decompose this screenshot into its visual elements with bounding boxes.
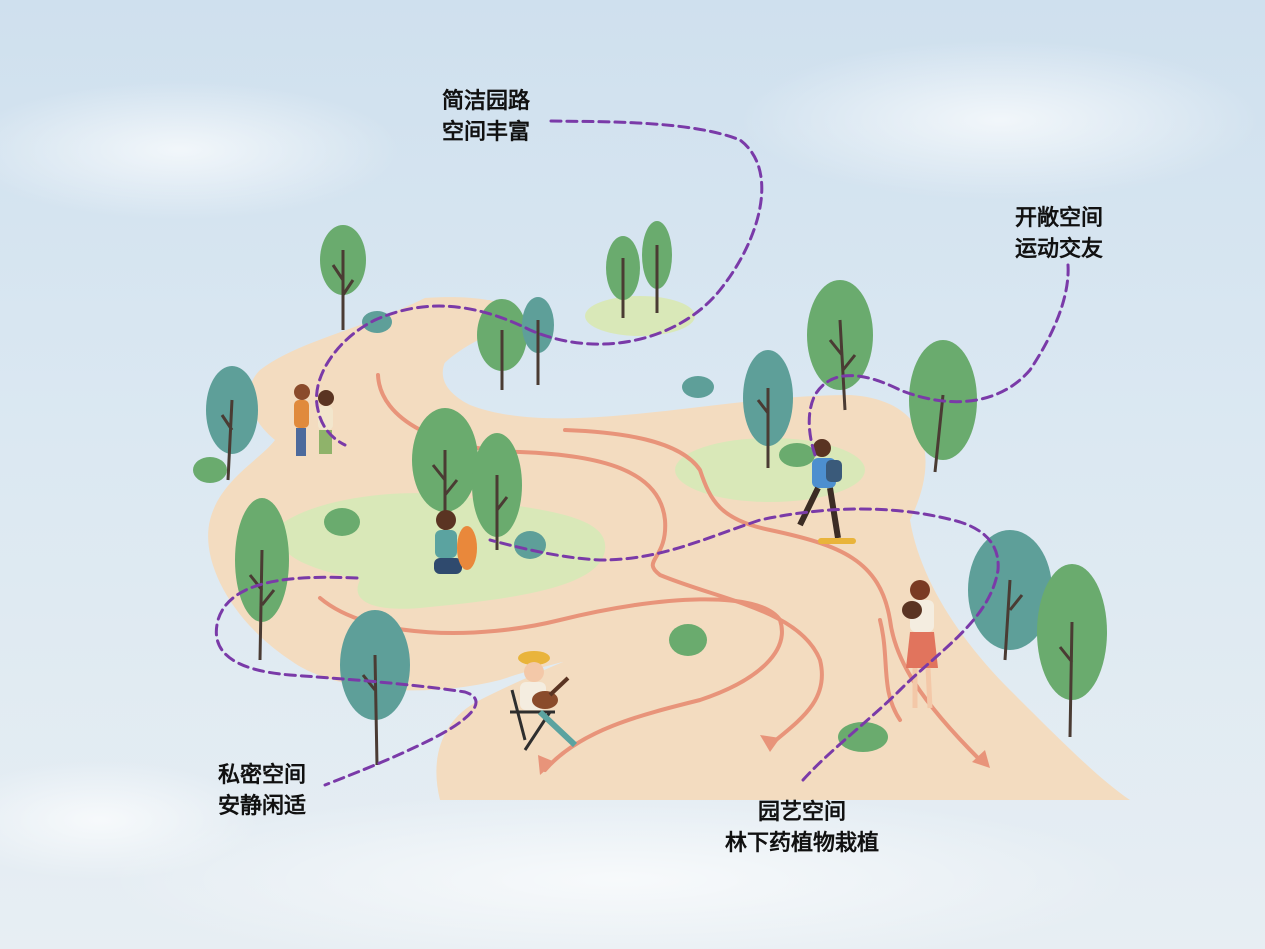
guitar-player-figure [510,651,578,751]
label-simple-path-line1: 简洁园路 [442,89,531,114]
route-simple-path [315,119,764,447]
label-open-space-line2: 运动交友 [1015,237,1104,262]
route-garden-space [488,507,1000,782]
tree [606,236,640,318]
tree [743,350,793,468]
trail-arrows [538,735,990,775]
label-garden-space-line1: 园艺空间 [757,800,846,825]
lawn-top [585,296,695,336]
label-open-space-line1: 开敞空间 [1015,206,1104,231]
label-garden-space-line2: 林下药植物栽植 [724,831,879,856]
tree [235,498,289,661]
tree [320,225,366,330]
tree [522,297,554,385]
path-lobe [300,300,500,400]
route-lines [214,119,1070,787]
label-private-space: 私密空间 安静闲适 [218,760,306,822]
tree [477,299,527,390]
woman-with-cat-figure [902,580,938,709]
skateboarder-figure [797,439,856,544]
label-private-space-line1: 私密空间 [218,763,307,788]
tree [968,530,1052,661]
trees [206,221,1107,766]
label-private-space-line2: 安静闲适 [218,794,307,819]
tree [206,366,258,481]
couple-walking-figure [294,384,334,456]
label-garden-space: 园艺空间 林下药植物栽植 [712,797,892,859]
person-with-dog-figure [434,510,477,574]
sky-clouds [0,40,1260,949]
label-simple-path: 简洁园路 空间丰富 [442,86,530,148]
route-private-space [214,575,478,787]
tree [807,280,873,411]
label-simple-path-line2: 空间丰富 [442,120,531,145]
shrubs [193,311,888,752]
tree [412,408,478,535]
tree [642,221,672,313]
tree [472,433,522,550]
tree [1037,564,1107,738]
label-open-space: 开敞空间 运动交友 [1015,203,1103,265]
tree [340,610,410,766]
route-open-space [807,263,1070,457]
